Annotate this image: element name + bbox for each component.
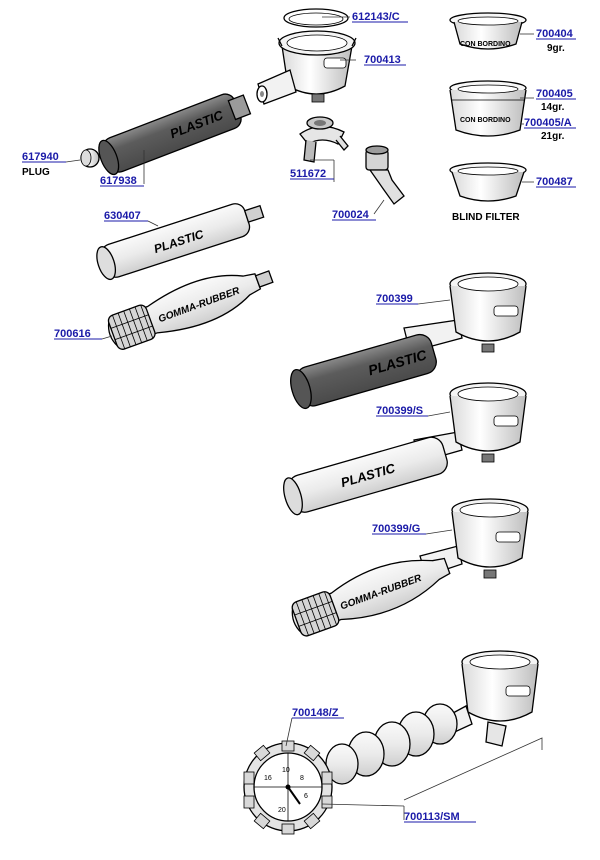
svg-text:700404: 700404 — [536, 28, 574, 40]
plug-617940 — [80, 148, 100, 168]
svg-text:617938: 617938 — [100, 175, 137, 187]
svg-text:16: 16 — [264, 775, 272, 782]
label-700487: 700487 BLIND FILTER — [452, 176, 576, 223]
svg-text:700413: 700413 — [364, 54, 401, 66]
svg-text:511672: 511672 — [290, 168, 326, 180]
portafilter-700399s: PLASTIC — [283, 382, 527, 516]
svg-text:612143/C: 612143/C — [352, 11, 400, 23]
svg-text:BLIND FILTER: BLIND FILTER — [452, 212, 520, 223]
label-700399g: 700399/G — [372, 523, 453, 535]
svg-text:9gr.: 9gr. — [547, 43, 565, 54]
gauge-portafilter-700113sm: 10 8 6 20 16 — [243, 650, 543, 835]
label-700399s: 700399/S — [376, 405, 451, 417]
label-700148z: 700148/Z — [285, 707, 344, 747]
svg-text:617940: 617940 — [22, 151, 59, 163]
svg-text:PLUG: PLUG — [22, 167, 50, 178]
portafilter-cup — [277, 30, 357, 103]
portafilter-700399: PLASTIC — [290, 272, 527, 410]
gasket-ring-612143c — [283, 8, 349, 28]
filter-basket-700405: CON BORDINO — [449, 80, 527, 137]
rubber-handle-700616: GOMMA-RUBBER — [107, 270, 274, 350]
label-700113sm: 700113/SM — [321, 803, 476, 823]
svg-text:10: 10 — [282, 767, 290, 774]
svg-text:CON BORDINO: CON BORDINO — [460, 117, 511, 124]
label-630407: 630407 — [104, 210, 159, 227]
svg-text:21gr.: 21gr. — [541, 131, 565, 142]
svg-text:700148/Z: 700148/Z — [292, 707, 339, 719]
svg-text:CON BORDINO: CON BORDINO — [460, 41, 511, 48]
label-700413: 700413 — [340, 54, 406, 66]
label-511672: 511672 — [290, 159, 335, 182]
dark-plastic-handle-617938: PLASTIC — [98, 93, 252, 176]
svg-text:14gr.: 14gr. — [541, 102, 565, 113]
label-612143c: 612143/C — [322, 11, 408, 23]
blind-filter-700487 — [449, 162, 527, 202]
svg-text:700024: 700024 — [332, 209, 370, 221]
handle-stem — [256, 69, 297, 105]
label-700405: 700405 14gr. 700405/A 21gr. — [520, 88, 576, 142]
svg-text:8: 8 — [300, 775, 304, 782]
spout-511672 — [299, 116, 349, 163]
svg-text:700399: 700399 — [376, 293, 413, 305]
svg-text:700487: 700487 — [536, 176, 573, 188]
label-700399: 700399 — [376, 293, 451, 305]
label-700404: 700404 9gr. — [520, 28, 576, 54]
svg-text:700405/A: 700405/A — [524, 117, 572, 129]
svg-text:700399/G: 700399/G — [372, 523, 420, 535]
portafilter-700399g: GOMMA-RUBBER — [291, 498, 529, 637]
single-spout-700024 — [365, 145, 405, 205]
svg-text:700405: 700405 — [536, 88, 573, 100]
portafilter-assembly-700413 — [256, 8, 357, 105]
label-617938: 617938 — [100, 150, 145, 187]
pressure-gauge: 10 8 6 20 16 — [243, 740, 333, 835]
svg-text:6: 6 — [304, 793, 308, 800]
filter-basket-700404: CON BORDINO — [449, 12, 527, 50]
svg-text:700113/SM: 700113/SM — [404, 811, 460, 823]
label-617940: 617940 PLUG — [22, 151, 81, 178]
label-700616: 700616 — [54, 328, 113, 340]
svg-text:700616: 700616 — [54, 328, 91, 340]
light-plastic-handle-630407: PLASTIC — [96, 203, 265, 281]
svg-text:700399/S: 700399/S — [376, 405, 423, 417]
svg-text:630407: 630407 — [104, 210, 141, 222]
svg-text:20: 20 — [278, 807, 286, 814]
label-700024: 700024 — [332, 199, 385, 221]
